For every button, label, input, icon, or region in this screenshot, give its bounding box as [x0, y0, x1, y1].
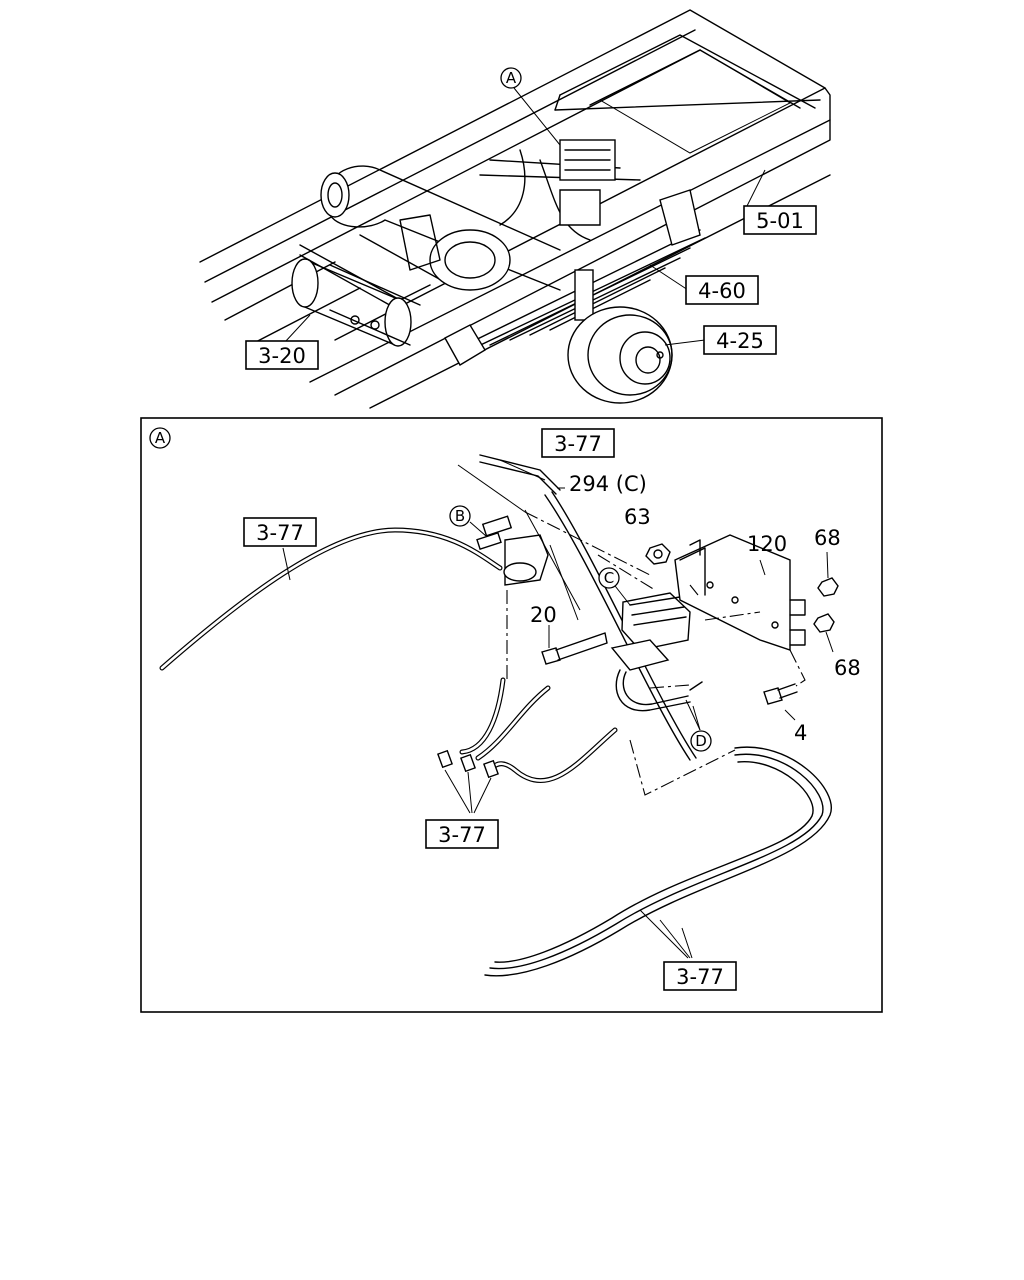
- svg-text:3-77: 3-77: [676, 965, 724, 989]
- part-number-hose: 294 (C): [569, 472, 647, 496]
- part-number-68-top: 68: [814, 526, 841, 550]
- leader-line: [664, 339, 706, 346]
- part-number-68-bottom: 68: [834, 656, 861, 680]
- callout-a-top: A: [500, 67, 522, 89]
- label-frame: 5-01: [743, 205, 817, 235]
- leader-line: [744, 169, 766, 211]
- leaf-spring: [444, 189, 706, 366]
- detail-leaders: [282, 487, 834, 731]
- modulator-valve-c: [610, 592, 703, 712]
- svg-text:4-60: 4-60: [698, 279, 746, 303]
- detail-panel-frame: [140, 417, 883, 1013]
- brake-pipe-top: [457, 454, 697, 761]
- leader-line: [513, 87, 561, 146]
- brake-hoses-lower: [437, 677, 618, 814]
- leader-line: [284, 314, 311, 343]
- rear-axle: [320, 165, 561, 291]
- part-number-4: 4: [794, 721, 807, 745]
- part-number-20: 20: [530, 603, 557, 627]
- svg-text:3-77: 3-77: [438, 823, 486, 847]
- label-tank: 3-20: [245, 340, 319, 370]
- label-hoses-bottom-left: 3-77: [425, 819, 499, 849]
- svg-text:3-20: 3-20: [258, 344, 306, 368]
- callout-c: C: [598, 567, 620, 589]
- callout-a-detail: A: [149, 427, 171, 449]
- brake-pipe-bottom: [484, 746, 832, 977]
- svg-text:C: C: [604, 569, 614, 587]
- brake-pipe-left: [159, 527, 503, 671]
- alignment-lines: [506, 511, 806, 796]
- leader-line: [649, 264, 689, 291]
- nut-68-top: [817, 577, 839, 597]
- callout-b: B: [449, 505, 471, 527]
- relay-valve-b: [476, 509, 581, 621]
- bolt-20: [541, 632, 608, 665]
- svg-text:3-77: 3-77: [256, 521, 304, 545]
- wheel-hub: [567, 306, 673, 404]
- label-pipe-top: 3-77: [541, 428, 615, 458]
- nut-68-bottom: [813, 613, 835, 633]
- svg-text:D: D: [695, 732, 707, 750]
- svg-text:3-77: 3-77: [554, 432, 602, 456]
- label-axle-hub: 4-25: [703, 325, 777, 355]
- svg-text:4-25: 4-25: [716, 329, 764, 353]
- callout-d: D: [690, 730, 712, 752]
- svg-text:A: A: [155, 429, 166, 447]
- nut-63: [645, 543, 671, 565]
- label-pipe-bottom-right: 3-77: [663, 961, 737, 991]
- label-pipe-left: 3-77: [243, 517, 317, 547]
- part-number-120: 120: [747, 532, 787, 556]
- valve-cluster: [499, 139, 616, 241]
- part-number-63: 63: [624, 505, 651, 529]
- label-leaf-spring: 4-60: [685, 275, 759, 305]
- svg-text:A: A: [506, 69, 517, 87]
- chassis-assembly-illustration: [199, 9, 831, 409]
- air-tank: [291, 258, 421, 347]
- svg-text:B: B: [455, 507, 465, 525]
- svg-text:5-01: 5-01: [756, 209, 804, 233]
- bolt-4: [763, 683, 798, 705]
